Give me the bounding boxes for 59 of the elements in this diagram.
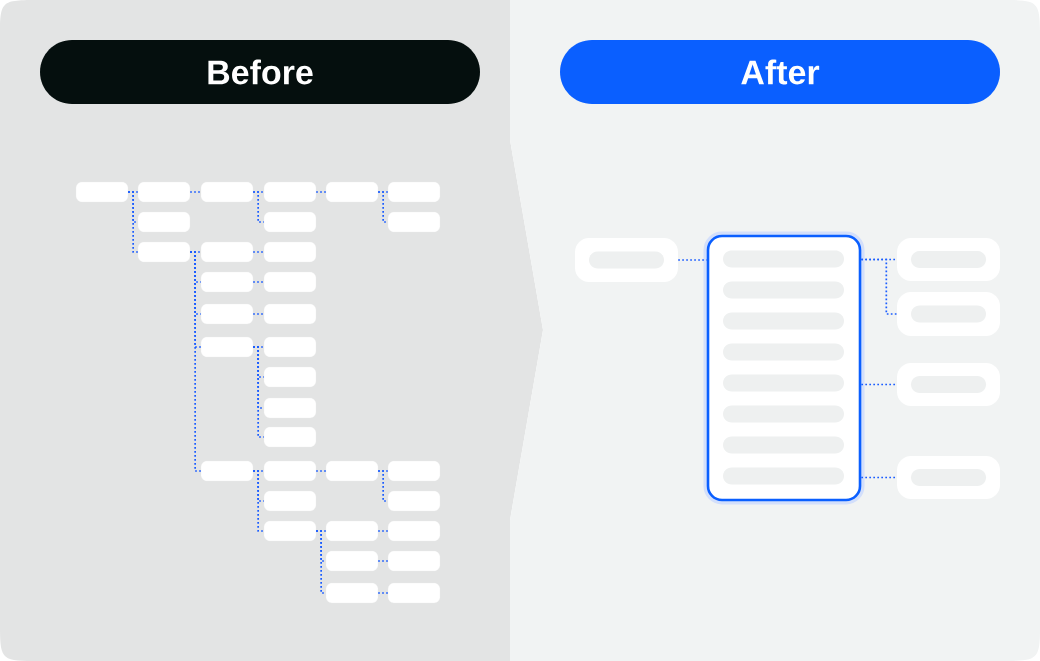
connector-line [860, 476, 898, 479]
placeholder-box [263, 181, 317, 203]
connector-line [377, 530, 389, 532]
placeholder-box [325, 582, 379, 604]
connector-line [252, 191, 265, 223]
placeholder-box [263, 366, 317, 388]
placeholder-box [325, 460, 379, 482]
placeholder-box [263, 211, 317, 233]
connector-line [127, 191, 139, 253]
placeholder-box [263, 426, 317, 448]
placeholder-box [137, 211, 191, 233]
placeholder-box [263, 460, 317, 482]
placeholder-box [137, 241, 191, 263]
connector-line [377, 470, 389, 502]
connector-line [377, 560, 389, 562]
placeholder-box [200, 271, 254, 293]
placeholder-box [387, 490, 441, 512]
heading-pill: Before [40, 40, 480, 104]
placeholder-box [325, 181, 379, 203]
connector-line [860, 383, 898, 386]
placeholder-box [263, 336, 317, 358]
placeholder-box [75, 181, 129, 203]
placeholder-box [263, 303, 317, 325]
placeholder-box [387, 460, 441, 482]
placeholder-box [263, 490, 317, 512]
connector-line [252, 470, 265, 532]
placeholder-box [200, 241, 254, 263]
connector-line [189, 251, 202, 472]
placeholder-card [575, 238, 678, 282]
placeholder-box [387, 582, 441, 604]
placeholder-box [387, 181, 441, 203]
connector-line [860, 258, 898, 315]
placeholder-box [263, 271, 317, 293]
connector-line [315, 470, 327, 472]
connector-line [315, 530, 327, 594]
placeholder-box [200, 336, 254, 358]
placeholder-card [897, 292, 1000, 336]
connector-line [252, 346, 265, 438]
placeholder-box [263, 397, 317, 419]
heading-pill: After [560, 40, 1000, 104]
placeholder-box [200, 181, 254, 203]
placeholder-box [387, 550, 441, 572]
placeholder-box [263, 241, 317, 263]
connector-line [252, 313, 265, 315]
connector-line [189, 191, 202, 193]
connector-line [677, 259, 708, 261]
placeholder-box [137, 181, 191, 203]
connector-line [252, 281, 265, 283]
placeholder-box [387, 520, 441, 542]
connector-line [377, 592, 389, 594]
placeholder-box [325, 520, 379, 542]
placeholder-box [200, 460, 254, 482]
connector-line [252, 251, 265, 253]
connector-line [315, 191, 327, 193]
placeholder-box [325, 550, 379, 572]
connector-line [377, 191, 389, 223]
placeholder-box [263, 520, 317, 542]
placeholder-box [387, 211, 441, 233]
placeholder-box [200, 303, 254, 325]
